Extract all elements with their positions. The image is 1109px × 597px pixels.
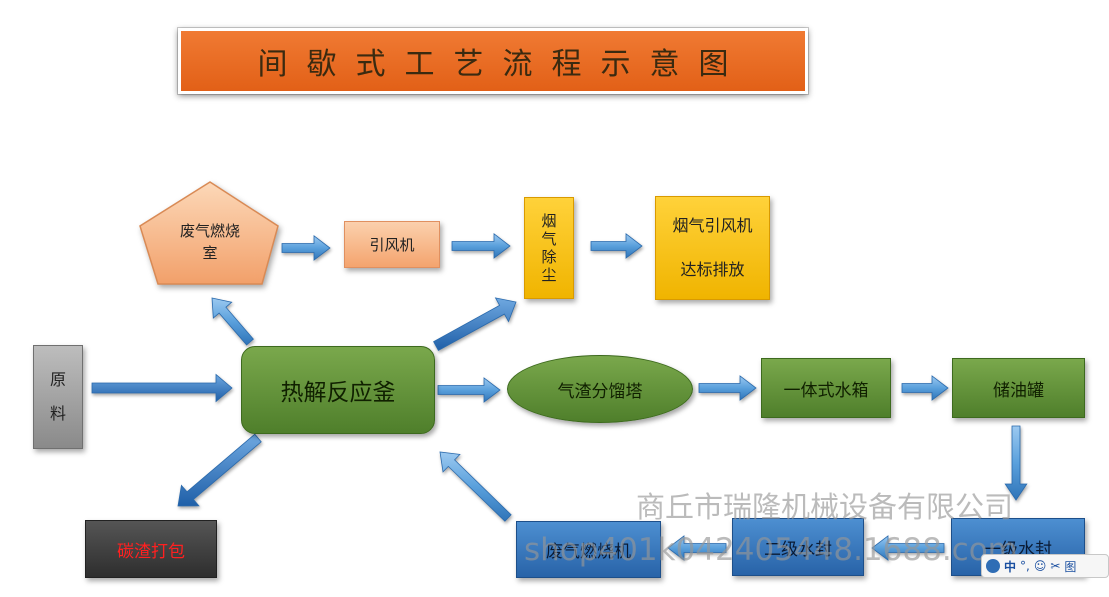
arrow-raw-to-reactor xyxy=(91,373,233,403)
arrow-reactor-to-dust xyxy=(433,297,517,351)
arrow-tower-to-tank xyxy=(698,375,757,401)
exhaust-combustion-room-node: 废气燃烧 室 xyxy=(160,210,260,274)
arrow-burner-to-reactor xyxy=(439,451,512,522)
raw-material-label: 原 料 xyxy=(49,370,66,423)
arrow-reactor-to-tower xyxy=(437,377,501,403)
oil-storage-tank-node: 储油罐 xyxy=(952,358,1085,418)
diagram-title: 间歇式工艺流程示意图 xyxy=(257,47,748,82)
raw-material-node: 原 料 xyxy=(33,345,83,449)
flue-dust-removal-label: 烟 气 除 尘 xyxy=(541,212,557,284)
exhaust-burner-label: 废气燃烧机 xyxy=(546,542,631,562)
arrow-primary-to-secondary xyxy=(871,535,945,561)
ime-image-icon[interactable]: 图 xyxy=(1064,559,1077,574)
carbon-residue-packing-label: 碳渣打包 xyxy=(117,541,185,562)
induced-fan-label: 引风机 xyxy=(369,236,415,254)
integrated-water-tank-label: 一体式水箱 xyxy=(783,380,869,401)
oil-storage-tank-label: 储油罐 xyxy=(993,380,1044,401)
ime-punctuation-toggle[interactable]: °, xyxy=(1020,559,1030,573)
flue-dust-removal-node: 烟 气 除 尘 xyxy=(524,197,574,299)
ime-toolbar[interactable]: 中 °, ☺ ✂ 图 xyxy=(981,554,1109,578)
flue-fan-discharge-node: 烟气引风机 达标排放 xyxy=(655,196,770,300)
ime-emoji-icon[interactable]: ☺ xyxy=(1033,559,1047,573)
arrow-fan-to-dust xyxy=(451,232,511,259)
induced-fan-node: 引风机 xyxy=(344,221,440,268)
arrow-secondary-to-burner xyxy=(667,535,727,561)
pyrolysis-reactor-node: 热解反应釜 xyxy=(241,346,435,434)
watermark-company: 商丘市瑞隆机械设备有限公司 xyxy=(636,490,1014,524)
ime-lang-toggle[interactable]: 中 xyxy=(1004,559,1017,574)
exhaust-burner-node: 废气燃烧机 xyxy=(516,521,661,578)
secondary-water-seal-node: 二级水封 xyxy=(732,518,864,576)
gas-slag-tower-label: 气渣分馏塔 xyxy=(557,381,643,402)
flue-fan-discharge-label: 烟气引风机 达标排放 xyxy=(672,216,753,279)
carbon-residue-packing-node: 碳渣打包 xyxy=(85,520,217,578)
arrow-reactor-to-residue xyxy=(177,433,262,507)
exhaust-combustion-room-label: 废气燃烧 室 xyxy=(179,222,240,262)
integrated-water-tank-node: 一体式水箱 xyxy=(761,358,891,418)
arrow-tank-to-oil xyxy=(901,375,949,401)
watermark-shop-url: shop401k042405448.1688.com xyxy=(524,532,1018,568)
arrow-combustion-to-fan xyxy=(281,234,331,261)
arrow-oil-to-primary xyxy=(1004,425,1028,501)
pyrolysis-reactor-label: 热解反应釜 xyxy=(280,380,396,406)
title-banner: 间歇式工艺流程示意图 xyxy=(178,28,808,94)
arrow-reactor-to-combustion xyxy=(211,297,254,346)
secondary-water-seal-label: 二级水封 xyxy=(764,539,832,560)
arrow-dust-to-discharge xyxy=(590,232,643,259)
ime-scissors-icon[interactable]: ✂ xyxy=(1050,559,1061,573)
gas-slag-tower-node: 气渣分馏塔 xyxy=(507,355,693,423)
ime-logo-icon[interactable] xyxy=(986,559,1000,573)
